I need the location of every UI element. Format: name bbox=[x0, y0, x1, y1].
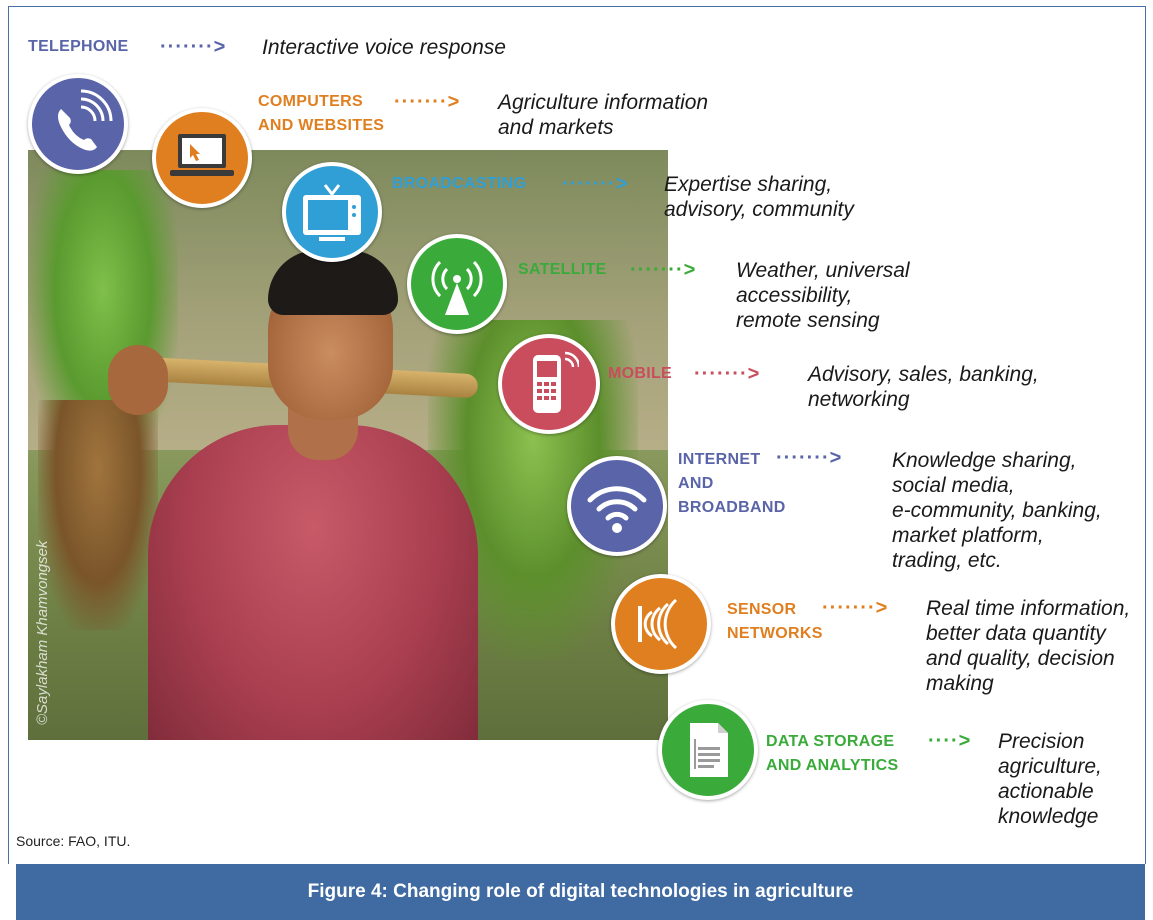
broadcasting-description: Expertise sharing, advisory, community bbox=[664, 173, 854, 221]
data-storage-label: DATA STORAGE AND ANALYTICS bbox=[766, 733, 899, 774]
farmer-hand bbox=[108, 345, 168, 415]
broadcasting-arrow: ·······> bbox=[562, 173, 629, 195]
source-note: Source: FAO, ITU. bbox=[16, 833, 131, 849]
telephone-arrow: ·······> bbox=[160, 36, 227, 58]
internet-arrow: ·······> bbox=[776, 447, 843, 469]
internet-label: INTERNET AND BROADBAND bbox=[678, 451, 786, 516]
computers-label: COMPUTERS AND WEBSITES bbox=[258, 93, 385, 134]
mobile-description: Advisory, sales, banking, networking bbox=[808, 363, 1039, 411]
satellite-arrow: ·······> bbox=[630, 259, 697, 281]
laptop-icon bbox=[152, 108, 252, 208]
frame-left-border bbox=[8, 6, 9, 864]
satellite-icon bbox=[407, 234, 507, 334]
wifi-icon bbox=[567, 456, 667, 556]
frame-top-border bbox=[8, 6, 1146, 7]
mobile-icon bbox=[498, 334, 600, 434]
mobile-label: MOBILE bbox=[608, 365, 673, 382]
sensor-arrow: ·······> bbox=[822, 597, 889, 619]
tv-icon bbox=[282, 162, 382, 262]
satellite-label: SATELLITE bbox=[518, 261, 607, 278]
phone-icon bbox=[28, 74, 128, 174]
farmer-shirt bbox=[148, 425, 478, 740]
data-storage-arrow: ····> bbox=[928, 730, 972, 752]
rice-roots-left bbox=[38, 400, 158, 630]
farmer-photo: ©Saylakham Khamvongsek bbox=[28, 150, 668, 740]
satellite-description: Weather, universal accessibility, remote… bbox=[736, 259, 910, 332]
frame-right-border bbox=[1145, 6, 1146, 864]
telephone-label: TELEPHONE bbox=[28, 38, 129, 55]
sensor-icon bbox=[611, 574, 711, 674]
telephone-description: Interactive voice response bbox=[262, 36, 506, 59]
photo-credit: ©Saylakham Khamvongsek bbox=[34, 540, 51, 725]
figure-caption-bar: Figure 4: Changing role of digital techn… bbox=[16, 864, 1145, 920]
computers-description: Agriculture information and markets bbox=[498, 91, 709, 139]
sensor-description: Real time information, better data quant… bbox=[926, 597, 1131, 695]
internet-description: Knowledge sharing, social media, e-commu… bbox=[892, 449, 1102, 572]
document-icon bbox=[658, 700, 758, 800]
figure-caption: Figure 4: Changing role of digital techn… bbox=[307, 881, 854, 902]
sensor-label: SENSOR NETWORKS bbox=[727, 601, 823, 642]
data-storage-description: Precision agriculture, actionable knowle… bbox=[998, 730, 1102, 828]
broadcasting-label: BROADCASTING bbox=[392, 175, 527, 192]
computers-arrow: ·······> bbox=[394, 91, 461, 113]
mobile-arrow: ·······> bbox=[694, 363, 761, 385]
